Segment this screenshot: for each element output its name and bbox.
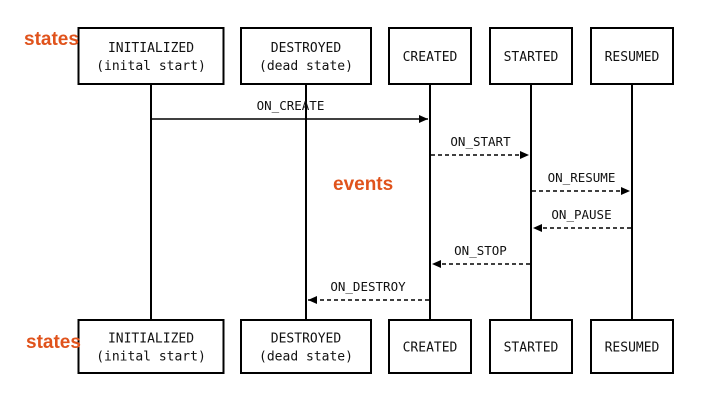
state-box-frame	[77, 319, 225, 374]
state-label-line: DESTROYED	[271, 41, 342, 56]
state-box-top-started: STARTED	[489, 27, 573, 85]
state-box-frame	[240, 319, 372, 374]
event-on-create: ON_CREATE	[152, 98, 428, 123]
event-on-destroy: ON_DESTROY	[308, 279, 429, 304]
state-label-line: INITIALIZED	[108, 332, 194, 347]
state-box-frame	[590, 319, 674, 374]
event-on-stop: ON_STOP	[432, 243, 530, 268]
state-box-top-resumed: RESUMED	[590, 27, 674, 85]
state-box-frame	[388, 27, 472, 85]
state-box-frame	[77, 27, 225, 85]
state-box-bottom-started: STARTED	[489, 319, 573, 374]
state-label-line: (inital start)	[96, 59, 206, 74]
state-box-top-initialized: INITIALIZED (inital start)	[77, 27, 225, 85]
state-box-frame	[590, 27, 674, 85]
event-label: ON_CREATE	[257, 98, 325, 113]
state-box-bottom-destroyed: DESTROYED (dead state)	[240, 319, 372, 374]
state-box-frame	[489, 27, 573, 85]
state-box-top-created: CREATED	[388, 27, 472, 85]
state-label-line: (inital start)	[96, 350, 206, 365]
event-on-pause: ON_PAUSE	[533, 207, 631, 232]
state-label-line: DESTROYED	[271, 332, 342, 347]
state-label-line: (dead state)	[259, 59, 353, 74]
state-label-line: CREATED	[403, 50, 458, 65]
state-box-bottom-resumed: RESUMED	[590, 319, 674, 374]
state-label-line: STARTED	[504, 341, 559, 356]
event-label: ON_RESUME	[548, 170, 616, 185]
event-on-start: ON_START	[431, 134, 529, 159]
state-box-frame	[388, 319, 472, 374]
state-box-frame	[240, 27, 372, 85]
state-label-line: CREATED	[403, 341, 458, 356]
event-label: ON_DESTROY	[330, 279, 406, 294]
event-on-resume: ON_RESUME	[532, 170, 630, 195]
events-annotation: events	[333, 174, 393, 195]
states-annotation-top: states	[24, 29, 79, 50]
state-box-top-destroyed: DESTROYED (dead state)	[240, 27, 372, 85]
state-box-bottom-initialized: INITIALIZED (inital start)	[77, 319, 225, 374]
state-label-line: RESUMED	[605, 341, 660, 356]
state-label-line: STARTED	[504, 50, 559, 65]
state-label-line: INITIALIZED	[108, 41, 194, 56]
event-label: ON_START	[450, 134, 511, 149]
state-box-frame	[489, 319, 573, 374]
state-box-bottom-created: CREATED	[388, 319, 472, 374]
event-label: ON_STOP	[454, 243, 507, 258]
states-annotation-bottom: states	[26, 332, 81, 353]
event-label: ON_PAUSE	[551, 207, 611, 222]
state-label-line: (dead state)	[259, 350, 353, 365]
state-label-line: RESUMED	[605, 50, 660, 65]
